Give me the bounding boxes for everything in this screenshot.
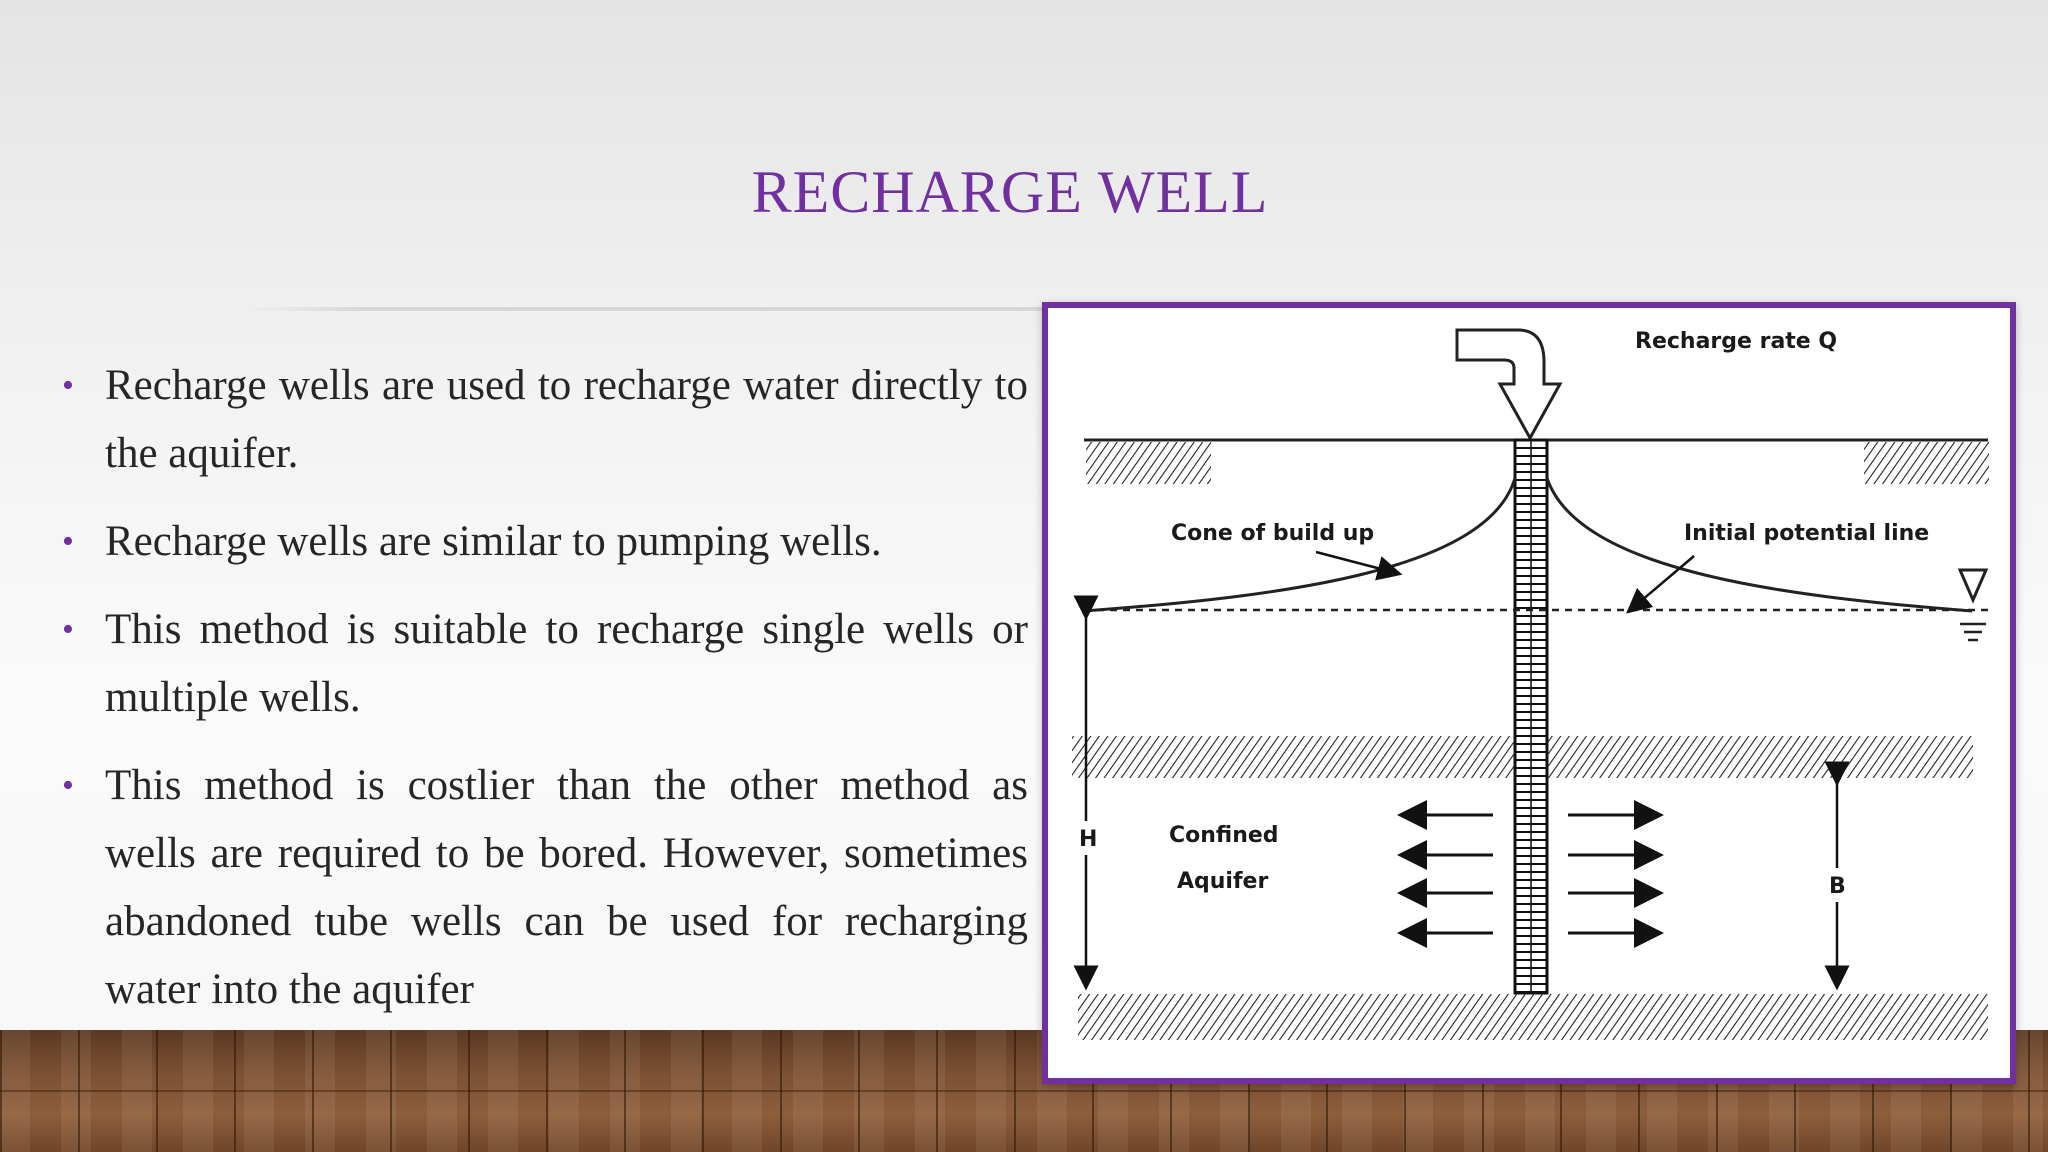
recharge-well-diagram: H B Recharge rate Q Co: [1042, 302, 2016, 1084]
bullet-text: Recharge wells are similar to pumping we…: [105, 518, 882, 565]
flow-arrows-right: [1568, 800, 1664, 948]
bullet-item: • Recharge wells are used to recharge wat…: [62, 352, 1028, 488]
cone-pointer-arrow: [1315, 550, 1403, 581]
slide-title: RECHARGE WELL: [751, 159, 1269, 225]
bullet-text: Recharge wells are used to recharge wate…: [105, 362, 1028, 477]
bullet-item: • This method is suitable to recharge sin…: [62, 596, 1028, 732]
cone-of-build-up-right: [1545, 477, 1973, 613]
lower-confining-layer: [1078, 994, 1988, 1040]
bullet-item: • This method is costlier than the other …: [62, 752, 1028, 1024]
recharge-arrow-icon: [1455, 328, 1563, 442]
well-casing: [1513, 438, 1549, 995]
ground-hatch-left: [1086, 442, 1211, 484]
water-table-symbol-icon: [1957, 568, 1989, 642]
cone-of-build-up-label: Cone of build up: [1171, 521, 1374, 546]
flow-arrows-left: [1397, 800, 1493, 948]
h-label: H: [1079, 827, 1097, 852]
upper-confining-layer: [1072, 736, 1515, 778]
bullet-item: • Recharge wells are similar to pumping w…: [62, 508, 1028, 576]
well-screen-lines: [1515, 447, 1547, 993]
recharge-rate-label: Recharge rate Q: [1635, 329, 1837, 354]
upper-confining-layer: [1547, 736, 1973, 778]
confined-label: Confined: [1169, 823, 1279, 848]
aquifer-label: Aquifer: [1177, 869, 1268, 894]
initial-line-pointer-arrow: [1626, 555, 1695, 614]
bullet-text: This method is costlier than the other m…: [105, 762, 1028, 1013]
bullet-icon: •: [62, 767, 74, 804]
bullet-list: • Recharge wells are used to recharge wat…: [62, 352, 1028, 1044]
bullet-icon: •: [62, 367, 74, 404]
bullet-text: This method is suitable to recharge sing…: [105, 606, 1028, 721]
ground-hatch-right: [1864, 442, 1989, 484]
initial-potential-line-label: Initial potential line: [1684, 521, 1929, 546]
b-label: B: [1829, 874, 1846, 899]
title-divider: [245, 307, 1045, 311]
cone-of-build-up-left: [1083, 477, 1517, 613]
bullet-icon: •: [62, 611, 74, 648]
diagram-svg: H B Recharge rate Q Co: [1072, 328, 1989, 1040]
bullet-icon: •: [62, 523, 74, 560]
